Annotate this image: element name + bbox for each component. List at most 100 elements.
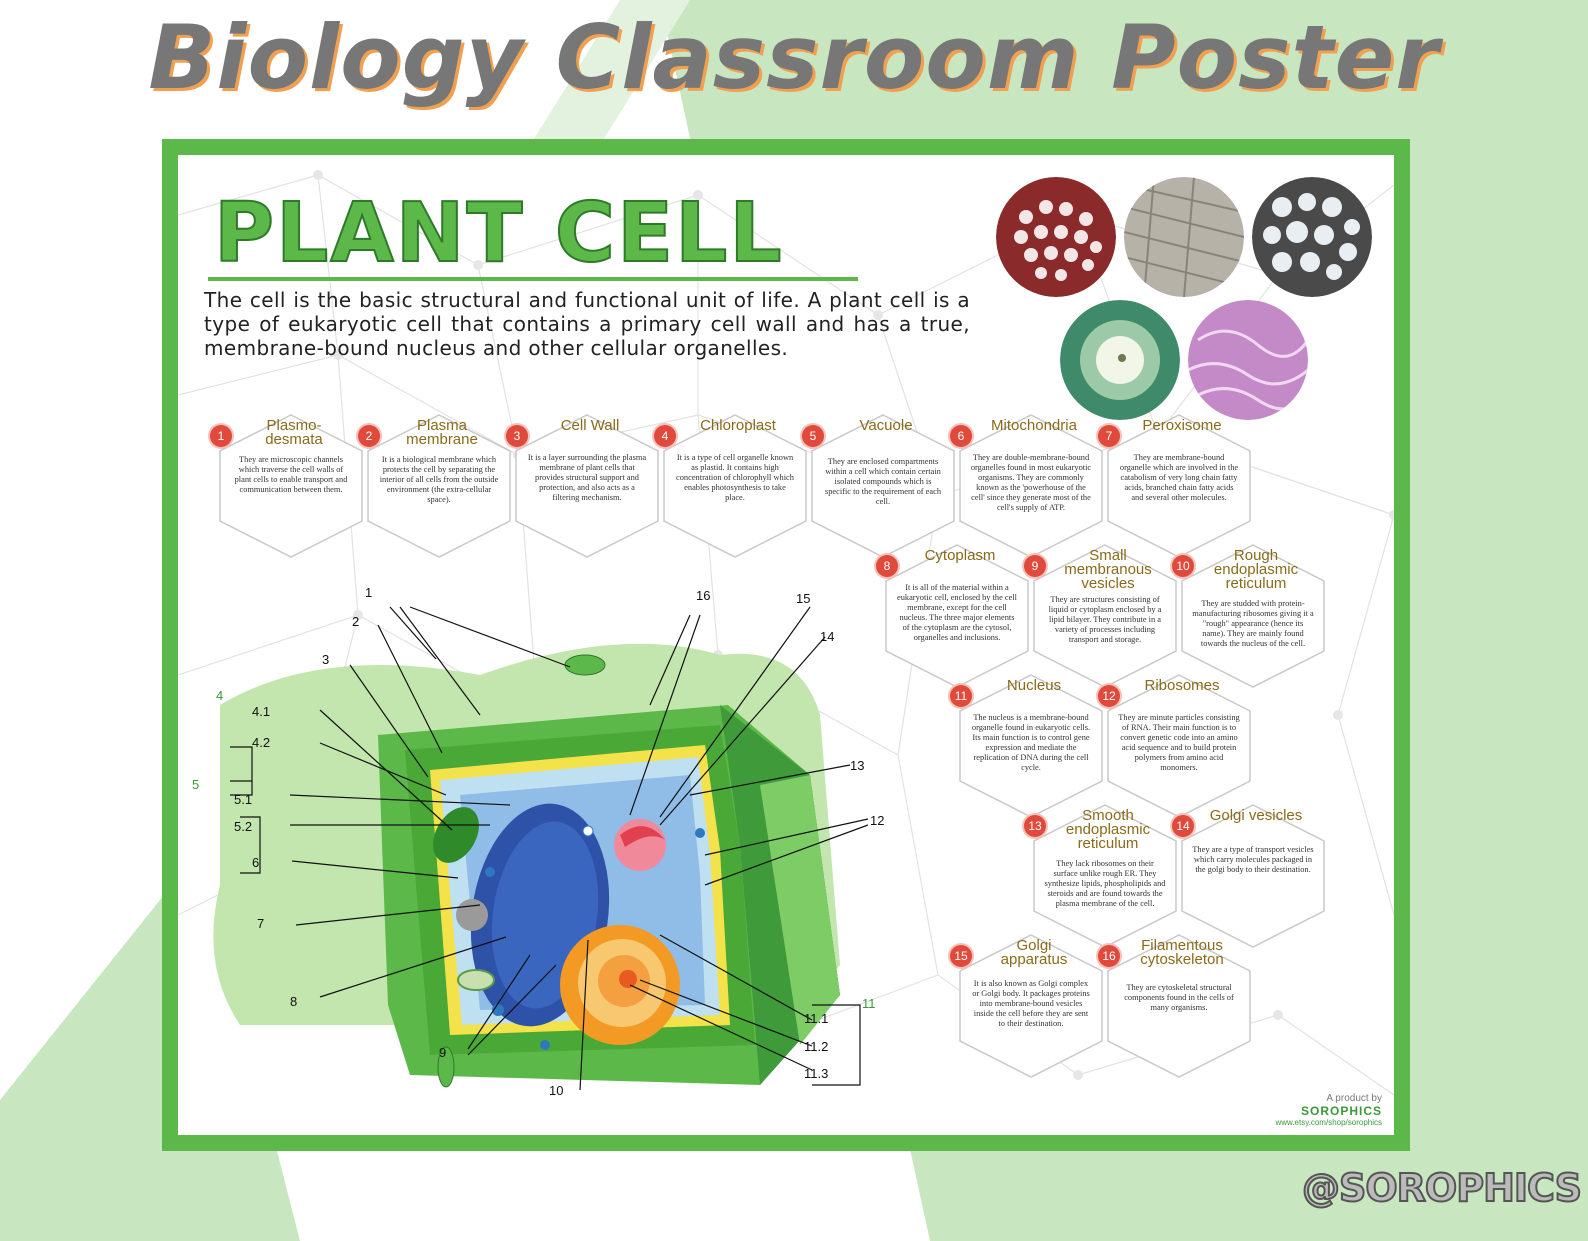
- label-11-2: 11.2: [804, 1039, 829, 1054]
- label-4: 4: [216, 688, 224, 703]
- micrograph-pink: [1188, 300, 1308, 420]
- organelle-name: Golgi vesicles: [1209, 807, 1303, 824]
- label-11-3: 11.3: [804, 1066, 829, 1081]
- organelle-name: Rough endoplasmic reticulum: [1213, 547, 1299, 592]
- organelle-number-badge: 4: [654, 425, 676, 447]
- organelle-hex-15: 15 Golgi apparatus It is also known as Gol…: [950, 933, 1106, 1079]
- organelle-number-badge: 9: [1024, 555, 1046, 577]
- micrograph-red: [996, 177, 1116, 297]
- label-4-2: 4.2: [252, 735, 271, 750]
- organelle-name: Peroxisome: [1142, 417, 1222, 434]
- credit-brand: SOROPHICS: [1300, 1104, 1382, 1118]
- label-1: 1: [365, 585, 373, 600]
- label-7: 7: [257, 916, 265, 931]
- organelle-description: They lack ribosomes on their surface unl…: [1044, 859, 1166, 908]
- organelle-number-badge: 12: [1098, 685, 1120, 707]
- organelle-number-badge: 8: [876, 555, 898, 577]
- organelle-name: Nucleus: [1006, 677, 1062, 694]
- label-4-1: 4.1: [252, 704, 271, 719]
- organelle-hex-8: 8 Cytoplasm It is all of the material with…: [876, 543, 1032, 689]
- organelle-number-badge: 11: [950, 685, 972, 707]
- organelle-description: The nucleus is a membrane-bound organell…: [971, 713, 1091, 772]
- label-5-1: 5.1: [234, 792, 253, 807]
- organelle-description: They are structures consisting of liquid…: [1048, 595, 1162, 644]
- organelle-name: Cytoplasm: [924, 547, 996, 564]
- organelle-name: Small membranous vesicles: [1064, 547, 1152, 592]
- organelle-description: It is a type of cell organelle known as …: [676, 453, 794, 502]
- organelle-name: Smooth endoplasmic reticulum: [1065, 807, 1151, 852]
- hexagon-shape: [1107, 934, 1251, 1078]
- poster-inner: PLANT CELL The cell is the basic structu…: [178, 155, 1394, 1135]
- label-13: 13: [850, 758, 865, 773]
- hexagon-shape: [1181, 804, 1325, 948]
- brand-handle: @SOROPHICS: [1301, 1165, 1583, 1211]
- organelle-name: Filamentous cytoskeleton: [1140, 937, 1224, 968]
- organelle-description: It is also known as Golgi complex or Gol…: [972, 979, 1090, 1028]
- micrograph-white: [1252, 177, 1372, 297]
- organelle-name: Golgi apparatus: [1000, 937, 1068, 968]
- label-5-2: 5.2: [234, 819, 253, 834]
- label-6: 6: [252, 855, 260, 870]
- label-10: 10: [549, 1083, 564, 1098]
- poster: PLANT CELL The cell is the basic structu…: [162, 139, 1410, 1151]
- credit-url: www.etsy.com/shop/sorophics: [1275, 1118, 1382, 1127]
- label-11: 11: [862, 996, 876, 1011]
- organelle-description: They are cytoskeletal structural compone…: [1124, 983, 1234, 1012]
- organelle-description: It is a layer surrounding the plasma mem…: [527, 453, 647, 502]
- hexagon-shape: [1181, 544, 1325, 688]
- label-2: 2: [352, 614, 360, 629]
- label-16: 16: [696, 588, 711, 603]
- label-8: 8: [290, 994, 298, 1009]
- organelle-number-badge: 16: [1098, 945, 1120, 967]
- banner-title: Biology Classroom Poster: [148, 6, 1440, 109]
- organelle-hex-4: 4 Chloroplast It is a type of cell organel…: [654, 413, 810, 559]
- organelle-name: Mitochondria: [991, 417, 1077, 434]
- micrograph-green: [1060, 300, 1180, 420]
- organelle-name: Chloroplast: [700, 417, 776, 434]
- organelle-number-badge: 15: [950, 945, 972, 967]
- label-14: 14: [820, 629, 835, 644]
- label-12: 12: [870, 813, 885, 828]
- hexagon-shape: [663, 414, 807, 558]
- poster-title-text: PLANT CELL: [214, 186, 784, 281]
- organelle-name: Ribosomes: [1144, 677, 1220, 694]
- hexagon-shape: [515, 414, 659, 558]
- organelle-description: They are membrane-bound organelle which …: [1119, 453, 1239, 502]
- organelle-number-badge: 10: [1172, 555, 1194, 577]
- organelle-description: They are minute particles consisting of …: [1118, 713, 1240, 772]
- organelle-description: It is a biological membrane which protec…: [379, 455, 499, 504]
- product-credit: A product by SOROPHICS www.etsy.com/shop…: [1275, 1093, 1382, 1127]
- label-3: 3: [322, 652, 330, 667]
- organelle-name: Plasmo- desmata: [265, 417, 323, 448]
- organelle-number-badge: 14: [1172, 815, 1194, 837]
- organelle-description: It is all of the material within a eukar…: [897, 583, 1017, 642]
- credit-line-1: A product by: [1326, 1093, 1382, 1104]
- label-9: 9: [439, 1045, 447, 1060]
- plant-cell-diagram: [213, 606, 869, 1091]
- organelle-description: They are double-membrane-bound organelle…: [970, 453, 1092, 512]
- intro-text: The cell is the basic structural and fun…: [204, 288, 970, 360]
- organelle-description: They are enclosed compartments within a …: [824, 457, 942, 506]
- hexagon-shape: [959, 934, 1103, 1078]
- organelle-name: Vacuole: [859, 417, 913, 434]
- organelle-number-badge: 7: [1098, 425, 1120, 447]
- organelle-number-badge: 5: [802, 425, 824, 447]
- label-5: 5: [192, 777, 200, 792]
- organelle-number-badge: 6: [950, 425, 972, 447]
- micrograph-gray: [1124, 177, 1244, 297]
- poster-title: PLANT CELL: [208, 185, 858, 282]
- organelle-description: They are studded with protein-manufactur…: [1192, 599, 1314, 648]
- organelle-number-badge: 13: [1024, 815, 1046, 837]
